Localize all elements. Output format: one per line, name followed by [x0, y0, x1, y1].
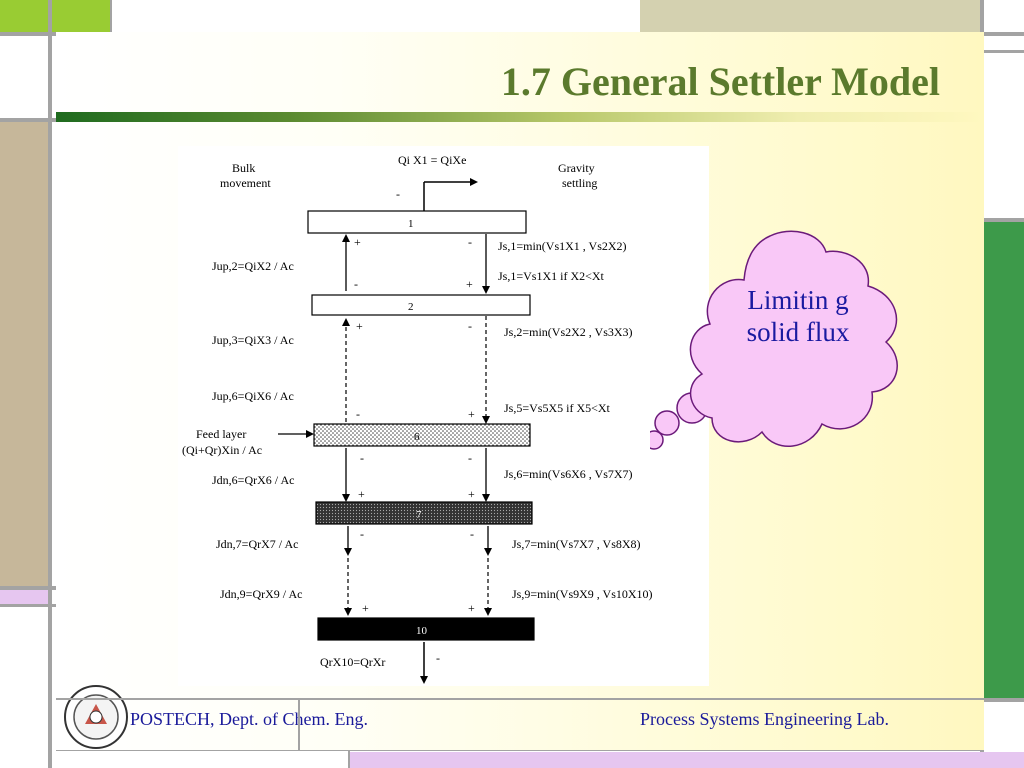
layer-2 — [311, 294, 531, 316]
down-arrowhead — [482, 286, 490, 294]
cloud-bubble-medium — [654, 410, 680, 436]
right-flux-label: Js,1=min(Vs1X1 , Vs2X2) — [498, 239, 627, 253]
minus-sign: - — [470, 527, 474, 541]
plus-sign: + — [358, 487, 365, 501]
settler-diagram: Qi X1 = QiXe - Bulk movement Gravity set… — [178, 146, 709, 686]
footer-department: POSTECH, Dept. of Chem. Eng. — [130, 709, 368, 729]
bottom-flow-label: QrX10=QrXr — [320, 655, 385, 669]
plus-sign: + — [468, 407, 475, 421]
feed-arrowhead — [306, 430, 314, 438]
gravity-settling-label: settling — [562, 176, 597, 190]
left-flux-label: Jup,6=QiX6 / Ac — [212, 389, 294, 403]
right-flux-label: Js,6=min(Vs6X6 , Vs7X7) — [504, 467, 633, 481]
down-arrowhead — [482, 494, 490, 502]
up-arrowhead — [342, 234, 350, 242]
minus-sign: - — [360, 451, 364, 465]
decor-line — [984, 698, 1024, 702]
top-minus-sign: - — [396, 187, 400, 201]
up-arrowhead — [342, 318, 350, 326]
title-underline — [56, 112, 984, 122]
decor-line — [984, 218, 1024, 222]
feed-flow-label: (Qi+Qr)Xin / Ac — [182, 443, 262, 457]
down-arrowhead — [482, 416, 490, 424]
layer-10 — [317, 617, 535, 641]
minus-sign: - — [468, 235, 472, 249]
top-outflow-arrowhead — [470, 178, 478, 186]
layer-1-label: 1 — [408, 218, 414, 230]
slide-title: 1.7 General Settler Model — [500, 59, 940, 104]
bulk-movement-label: movement — [220, 176, 271, 190]
gravity-settling-label: Gravity — [558, 161, 595, 175]
down-arrowhead — [484, 548, 492, 556]
decor-line — [0, 604, 56, 607]
right-flux-label: Js,5=Vs5X5 if X5<Xt — [504, 401, 611, 415]
decor-block-green-right — [984, 222, 1024, 698]
bulk-movement-label: Bulk — [232, 161, 255, 175]
decor-line — [48, 0, 52, 768]
plus-sign: + — [356, 319, 363, 333]
university-seal-logo — [63, 684, 129, 750]
layer-7 — [315, 501, 533, 525]
down-arrowhead — [344, 608, 352, 616]
top-flow-label: Qi X1 = QiXe — [398, 153, 466, 167]
decor-line — [984, 50, 1024, 53]
decor-block-green — [0, 0, 110, 32]
right-flux-label: Js,7=min(Vs7X7 , Vs8X8) — [512, 537, 641, 551]
minus-sign: - — [468, 451, 472, 465]
minus-sign: - — [356, 407, 360, 421]
right-flux-label: Js,1=Vs1X1 if X2<Xt — [498, 269, 605, 283]
callout-text: Limitin g solid flux — [746, 285, 850, 347]
decor-block-lavender-left — [0, 590, 48, 604]
plus-sign: + — [468, 601, 475, 615]
left-flux-label: Jup,2=QiX2 / Ac — [212, 259, 294, 273]
left-flux-label: Jup,3=QiX3 / Ac — [212, 333, 294, 347]
plus-sign: + — [468, 487, 475, 501]
bottom-outflow-arrowhead — [420, 676, 428, 684]
plus-sign: + — [466, 277, 473, 291]
decor-line — [0, 118, 56, 122]
layer-10-label: 10 — [416, 625, 428, 637]
minus-sign: - — [354, 277, 358, 291]
plus-sign: + — [362, 601, 369, 615]
cloud-body — [689, 230, 898, 447]
down-arrowhead — [342, 494, 350, 502]
footer-lab: Process Systems Engineering Lab. — [640, 709, 889, 729]
thought-cloud-callout — [644, 228, 930, 468]
layer-2-label: 2 — [408, 301, 414, 313]
left-flux-label: Jdn,7=QrX7 / Ac — [216, 537, 298, 551]
left-flux-label: Jdn,9=QrX9 / Ac — [220, 587, 302, 601]
decor-line — [0, 586, 56, 590]
plus-sign: + — [354, 235, 361, 249]
decor-block-brown — [0, 122, 48, 586]
feed-layer-label: Feed layer — [196, 427, 246, 441]
left-flux-label: Jdn,6=QrX6 / Ac — [212, 473, 294, 487]
decor-block-tan-top — [640, 0, 980, 32]
layer-6-label: 6 — [414, 431, 420, 443]
layer-1 — [307, 210, 527, 234]
decor-line — [348, 750, 350, 768]
minus-sign: - — [468, 319, 472, 333]
decor-line — [56, 698, 984, 700]
layer-7-label: 7 — [416, 509, 422, 521]
down-arrowhead — [344, 548, 352, 556]
decor-block-lavender-bottom — [350, 752, 1024, 768]
right-flux-label: Js,2=min(Vs2X2 , Vs3X3) — [504, 325, 633, 339]
minus-sign: - — [360, 527, 364, 541]
decor-line — [298, 698, 300, 750]
minus-sign: - — [436, 651, 440, 665]
right-flux-label: Js,9=min(Vs9X9 , Vs10X10) — [512, 587, 653, 601]
layer-6 — [313, 423, 531, 447]
down-arrowhead — [484, 608, 492, 616]
